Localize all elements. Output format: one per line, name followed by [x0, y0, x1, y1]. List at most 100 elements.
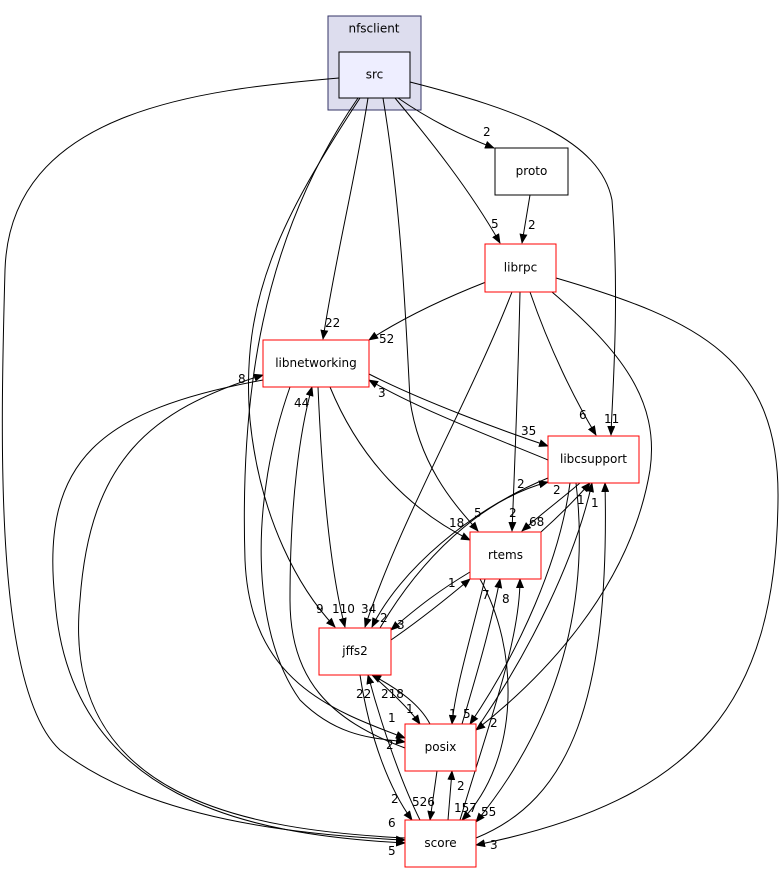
edge-label[interactable]: 22	[356, 687, 371, 701]
edge-label[interactable]: 1	[577, 493, 585, 507]
edge-label[interactable]: 34	[361, 602, 376, 616]
edge-src-to-proto[interactable]	[397, 97, 495, 149]
edge-label[interactable]: 2	[483, 125, 491, 139]
edge-label[interactable]: 9	[316, 602, 324, 616]
edge-jffs2-to-rtems[interactable]	[390, 578, 471, 641]
edge-label[interactable]: 3	[378, 386, 386, 400]
edge-label[interactable]: 157	[454, 801, 477, 815]
edge-libcsupport-to-score[interactable]	[475, 482, 580, 823]
edge-label[interactable]: 2	[391, 792, 399, 806]
edge-line	[529, 291, 597, 436]
edge-label[interactable]: 8	[238, 372, 246, 386]
node-rtems[interactable]: rtems	[469, 531, 542, 580]
edge-label[interactable]: 22	[325, 316, 340, 330]
edge-label[interactable]: 2	[386, 738, 394, 752]
edge-libcsupport-to-jffs2[interactable]	[371, 477, 549, 628]
edge-libnetworking-to-jffs2[interactable]	[317, 386, 347, 628]
edge-label[interactable]: 6	[579, 408, 587, 422]
edge-label[interactable]: 5	[491, 217, 499, 231]
edge-line	[289, 386, 406, 749]
edge-librpc-to-rtems[interactable]	[508, 291, 521, 532]
edge-libnetworking-to-score[interactable]	[52, 379, 406, 847]
edge-label[interactable]: 55	[481, 805, 496, 819]
edge-label[interactable]: 68	[529, 515, 544, 529]
edge-label[interactable]: 218	[381, 687, 404, 701]
edge-label[interactable]: 1	[406, 702, 414, 716]
node-label: librpc	[504, 261, 537, 275]
edge-jffs2-to-score[interactable]	[359, 674, 413, 821]
edge-label[interactable]: 52	[379, 332, 394, 346]
node-libcsupport[interactable]: libcsupport	[547, 435, 640, 484]
node-librpc[interactable]: librpc	[484, 243, 557, 293]
edge-label[interactable]: 1	[449, 707, 457, 721]
edge-jffs2-to-libcsupport[interactable]	[379, 480, 549, 629]
edge-label[interactable]: 1	[448, 576, 456, 590]
edge-libcsupport-to-libnetworking[interactable]	[368, 379, 549, 461]
node-proto[interactable]: proto	[494, 147, 569, 196]
edge-label[interactable]: 11	[604, 412, 619, 426]
edge-posix-to-jffs2[interactable]	[371, 674, 431, 725]
edge-score-to-posix[interactable]	[447, 770, 456, 821]
edge-posix-to-libnetworking[interactable]	[289, 386, 406, 749]
edge-librpc-to-score[interactable]	[475, 277, 779, 848]
edge-label[interactable]: 3	[397, 618, 405, 632]
edge-label[interactable]: 2	[509, 506, 517, 520]
node-posix[interactable]: posix	[404, 723, 477, 772]
node-jffs2[interactable]: jffs2	[318, 627, 392, 676]
edge-label[interactable]: 2	[380, 611, 388, 625]
edge-label[interactable]: 3	[490, 838, 498, 852]
node-libnetworking[interactable]: libnetworking	[262, 339, 370, 388]
edge-label[interactable]: 2	[457, 779, 465, 793]
edge-line	[461, 578, 509, 821]
edge-rtems-to-jffs2[interactable]	[390, 571, 471, 631]
edge-label[interactable]: 2	[528, 218, 536, 232]
edge-label[interactable]: 5	[463, 707, 471, 721]
edge-libcsupport-to-rtems[interactable]	[521, 482, 581, 532]
edge-label[interactable]: 7	[482, 588, 490, 602]
edge-src-to-libcsupport[interactable]	[409, 81, 617, 436]
edge-line	[459, 578, 524, 821]
edge-label[interactable]: 526	[412, 795, 435, 809]
edge-src-to-posix[interactable]	[243, 97, 406, 739]
edge-label[interactable]: 110	[332, 602, 355, 616]
edge-label[interactable]: 1	[591, 496, 599, 510]
edge-label[interactable]: 5	[474, 506, 482, 520]
edge-label[interactable]: 2	[517, 477, 525, 491]
edge-rtems-to-posix[interactable]	[448, 578, 486, 725]
edge-label[interactable]: 5	[388, 844, 396, 858]
edge-label[interactable]: 6	[388, 816, 396, 830]
edge-librpc-to-jffs2[interactable]	[363, 291, 513, 628]
edge-label[interactable]: 18	[449, 516, 464, 530]
edge-posix-to-libcsupport[interactable]	[479, 482, 594, 725]
edge-score-to-jffs2[interactable]	[366, 674, 421, 821]
edge-libnetworking-to-posix[interactable]	[260, 386, 406, 745]
edge-label[interactable]: 1	[388, 711, 396, 725]
edge-libnetworking-to-libcsupport[interactable]	[368, 373, 549, 447]
edge-score-to-libcsupport[interactable]	[475, 482, 610, 839]
edge-librpc-to-libcsupport[interactable]	[529, 291, 597, 436]
edge-label[interactable]: 44	[294, 396, 309, 410]
edge-src-to-rtems[interactable]	[382, 97, 479, 532]
edge-src-to-score[interactable]	[1, 77, 406, 844]
edge-score-to-rtems[interactable]	[459, 578, 524, 821]
edge-rtems-to-score[interactable]	[461, 578, 509, 821]
node-src[interactable]: src	[338, 51, 411, 99]
edge-librpc-to-posix[interactable]	[475, 291, 652, 731]
edge-rtems-to-libcsupport[interactable]	[540, 482, 591, 533]
edge-posix-to-score[interactable]	[427, 770, 438, 821]
edge-proto-to-librpc[interactable]	[519, 194, 531, 244]
edge-posix-to-rtems[interactable]	[461, 578, 503, 725]
edge-src-to-libnetworking[interactable]	[320, 97, 369, 340]
edge-label[interactable]: 2	[553, 483, 561, 497]
node-score[interactable]: score	[404, 819, 477, 868]
edge-libnetworking-to-rtems[interactable]	[329, 386, 471, 541]
edge-label[interactable]: 35	[521, 424, 536, 438]
edge-librpc-to-libnetworking[interactable]	[368, 281, 487, 341]
edge-libcsupport-to-posix[interactable]	[469, 482, 571, 725]
edge-score-to-libnetworking[interactable]	[78, 373, 406, 839]
edge-label[interactable]: 8	[502, 592, 510, 606]
edge-label[interactable]: 2	[490, 716, 498, 730]
edge-src-to-librpc[interactable]	[394, 97, 501, 244]
edge-line	[368, 379, 549, 461]
